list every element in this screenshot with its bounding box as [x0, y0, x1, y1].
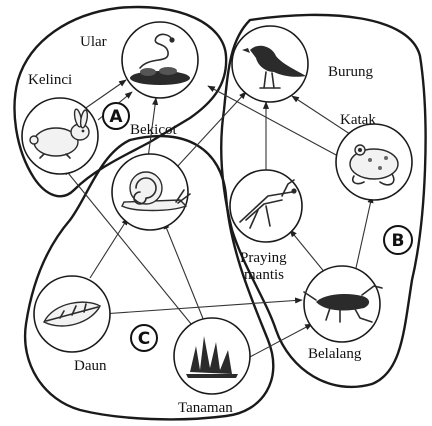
- group-c-label: C: [138, 329, 150, 349]
- node-praying-mantis: [230, 170, 302, 242]
- label-ular: Ular: [80, 34, 107, 50]
- node-tanaman: [174, 318, 250, 394]
- label-tanaman: Tanaman: [178, 400, 233, 416]
- label-belalang: Belalang: [308, 346, 362, 362]
- node-belalang: [304, 266, 382, 342]
- arrow-daun-to-bekicot: [90, 218, 128, 278]
- label-katak: Katak: [340, 112, 376, 128]
- node-ular: [122, 22, 198, 98]
- label-bekicot: Bekicot: [130, 122, 177, 138]
- arrow-tanaman-to-belalang: [248, 324, 312, 358]
- label-burung: Burung: [328, 64, 374, 80]
- group-marker-c: C: [131, 325, 157, 351]
- arrow-daun-to-belalang: [102, 300, 302, 314]
- node-kelinci: [22, 98, 98, 174]
- group-marker-b: B: [384, 226, 412, 254]
- node-katak: [336, 124, 412, 200]
- arrow-belalang-to-mantis: [290, 230, 326, 274]
- label-praying-mantis-line1: Praying: [240, 250, 287, 266]
- node-burung: [232, 26, 308, 102]
- label-daun: Daun: [74, 358, 107, 374]
- node-daun: [34, 276, 110, 352]
- label-kelinci: Kelinci: [28, 72, 72, 88]
- group-b-label: B: [392, 231, 405, 251]
- group-a-label: A: [109, 107, 123, 127]
- arrow-belalang-to-katak: [356, 196, 372, 268]
- arrow-tanaman-to-bekicot: [164, 222, 206, 326]
- group-marker-a: A: [103, 103, 129, 129]
- label-praying-mantis-line2: mantis: [244, 267, 284, 283]
